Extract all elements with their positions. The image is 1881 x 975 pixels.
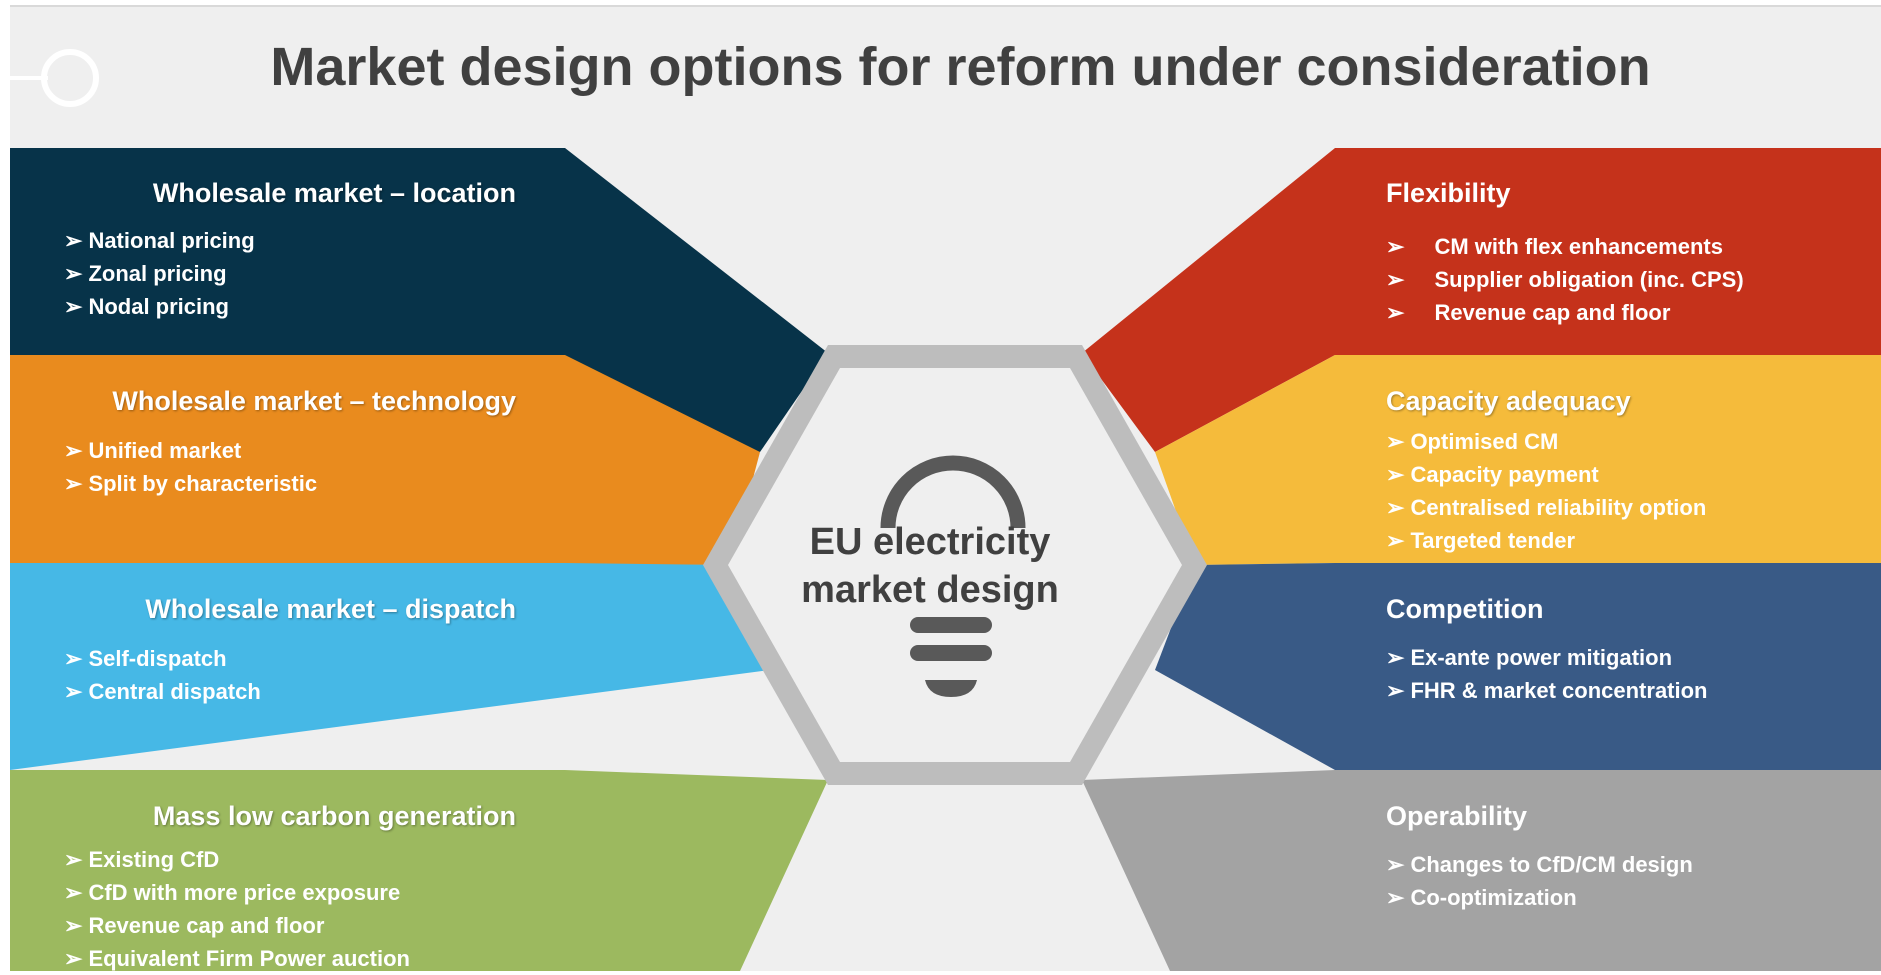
arrow-bullet-icon: ➢ <box>64 946 83 971</box>
list-operability: ➢Changes to CfD/CM design➢Co-optimizatio… <box>1386 848 1693 914</box>
arrow-bullet-icon: ➢ <box>64 679 83 704</box>
arrow-bullet-icon: ➢ <box>64 294 83 319</box>
list-item-text: CM with flex enhancements <box>1434 234 1723 259</box>
hub-hexagon-inner <box>728 368 1182 762</box>
arrow-bullet-icon: ➢ <box>64 228 83 253</box>
ring-icon <box>10 49 99 107</box>
list-item: ➢Optimised CM <box>1386 425 1706 458</box>
list-item-text: Central dispatch <box>88 679 261 704</box>
list-item: ➢Equivalent Firm Power auction <box>64 942 410 975</box>
list-technology: ➢Unified market➢Split by characteristic <box>64 434 317 500</box>
list-item-text: Existing CfD <box>88 847 220 872</box>
arrow-bullet-icon: ➢ <box>64 261 83 286</box>
list-item-text: Nodal pricing <box>88 294 229 319</box>
list-item-text: Changes to CfD/CM design <box>1410 852 1693 877</box>
arrow-bullet-icon: ➢ <box>1386 267 1405 292</box>
hub-label: EU electricity market design <box>780 518 1080 614</box>
hub-label-line2: market design <box>801 569 1059 611</box>
list-item: ➢Unified market <box>64 434 317 467</box>
heading-competition: Competition <box>1386 594 1544 624</box>
band-technology <box>10 355 760 565</box>
list-item: ➢ Supplier obligation (inc. CPS) <box>1386 263 1744 296</box>
heading-technology: Wholesale market – technology <box>112 386 516 416</box>
list-item-text: FHR & market concentration <box>1410 678 1708 703</box>
arrow-bullet-icon: ➢ <box>64 913 83 938</box>
arrow-bullet-icon: ➢ <box>1386 645 1405 670</box>
page-title: Market design options for reform under c… <box>270 37 1651 97</box>
heading-location: Wholesale market – location <box>152 178 516 208</box>
list-item-text: Revenue cap and floor <box>1434 300 1671 325</box>
arrow-bullet-icon: ➢ <box>64 880 83 905</box>
list-item-text: Ex-ante power mitigation <box>1410 645 1673 670</box>
heading-flexibility: Flexibility <box>1386 178 1511 208</box>
band-dispatch <box>10 563 770 770</box>
list-competition: ➢Ex-ante power mitigation➢FHR & market c… <box>1386 641 1708 707</box>
arrow-bullet-icon: ➢ <box>1386 885 1405 910</box>
list-item: ➢ CM with flex enhancements <box>1386 230 1744 263</box>
list-item: ➢Changes to CfD/CM design <box>1386 848 1693 881</box>
arrow-bullet-icon: ➢ <box>1386 429 1405 454</box>
list-location: ➢National pricing➢Zonal pricing➢Nodal pr… <box>64 224 255 323</box>
heading-operability: Operability <box>1386 801 1528 831</box>
list-item: ➢Self-dispatch <box>64 642 261 675</box>
hub-label-line1: EU electricity <box>809 521 1051 563</box>
list-item: ➢Co-optimization <box>1386 881 1693 914</box>
list-item: ➢Revenue cap and floor <box>64 909 410 942</box>
list-item: ➢Centralised reliability option <box>1386 491 1706 524</box>
list-item: ➢Capacity payment <box>1386 458 1706 491</box>
list-item-text: CfD with more price exposure <box>88 880 401 905</box>
arrow-bullet-icon: ➢ <box>1386 528 1405 553</box>
list-item: ➢Existing CfD <box>64 843 410 876</box>
list-item: ➢Ex-ante power mitigation <box>1386 641 1708 674</box>
list-item-text: Co-optimization <box>1410 885 1577 910</box>
list-capacity: ➢Optimised CM➢Capacity payment➢Centralis… <box>1386 425 1706 557</box>
band-flexibility <box>1082 148 1881 452</box>
heading-dispatch: Wholesale market – dispatch <box>145 594 516 624</box>
list-item-text: Capacity payment <box>1410 462 1599 487</box>
list-item: ➢Zonal pricing <box>64 257 255 290</box>
arrow-bullet-icon: ➢ <box>1386 678 1405 703</box>
arrow-bullet-icon: ➢ <box>1386 234 1405 259</box>
list-item: ➢National pricing <box>64 224 255 257</box>
list-item: ➢Central dispatch <box>64 675 261 708</box>
arrow-bullet-icon: ➢ <box>64 847 83 872</box>
list-item-text: Supplier obligation (inc. CPS) <box>1434 267 1744 292</box>
band-low-carbon <box>10 770 828 971</box>
list-item-text: Unified market <box>88 438 242 463</box>
arrow-bullet-icon: ➢ <box>1386 852 1405 877</box>
list-item-text: National pricing <box>88 228 255 253</box>
heading-capacity: Capacity adequacy <box>1386 386 1631 416</box>
list-item-text: Optimised CM <box>1410 429 1559 454</box>
arrow-bullet-icon: ➢ <box>1386 495 1405 520</box>
list-item-text: Self-dispatch <box>88 646 227 671</box>
list-dispatch: ➢Self-dispatch➢Central dispatch <box>64 642 261 708</box>
list-item: ➢FHR & market concentration <box>1386 674 1708 707</box>
lightbulb-icon <box>880 455 1026 697</box>
band-capacity <box>1155 355 1881 565</box>
arrow-bullet-icon: ➢ <box>64 646 83 671</box>
arrow-bullet-icon: ➢ <box>64 438 83 463</box>
arrow-bullet-icon: ➢ <box>64 471 83 496</box>
list-item: ➢ Revenue cap and floor <box>1386 296 1744 329</box>
list-item-text: Zonal pricing <box>88 261 227 286</box>
arrow-bullet-icon: ➢ <box>1386 462 1405 487</box>
list-item-text: Split by characteristic <box>88 471 318 496</box>
list-item: ➢Nodal pricing <box>64 290 255 323</box>
list-item: ➢Split by characteristic <box>64 467 317 500</box>
list-item: ➢CfD with more price exposure <box>64 876 410 909</box>
list-item-text: Revenue cap and floor <box>88 913 325 938</box>
list-flexibility: ➢ CM with flex enhancements ➢ Supplier obli… <box>1386 230 1744 329</box>
list-item-text: Equivalent Firm Power auction <box>88 946 410 971</box>
arrow-bullet-icon: ➢ <box>1386 300 1405 325</box>
list-item-text: Centralised reliability option <box>1410 495 1707 520</box>
list-low-carbon: ➢Existing CfD➢CfD with more price exposu… <box>64 843 410 975</box>
heading-low-carbon: Mass low carbon generation <box>152 801 516 831</box>
band-competition <box>1155 563 1881 770</box>
list-item-text: Targeted tender <box>1410 528 1576 553</box>
list-item: ➢Targeted tender <box>1386 524 1706 557</box>
band-operability <box>1082 770 1881 971</box>
